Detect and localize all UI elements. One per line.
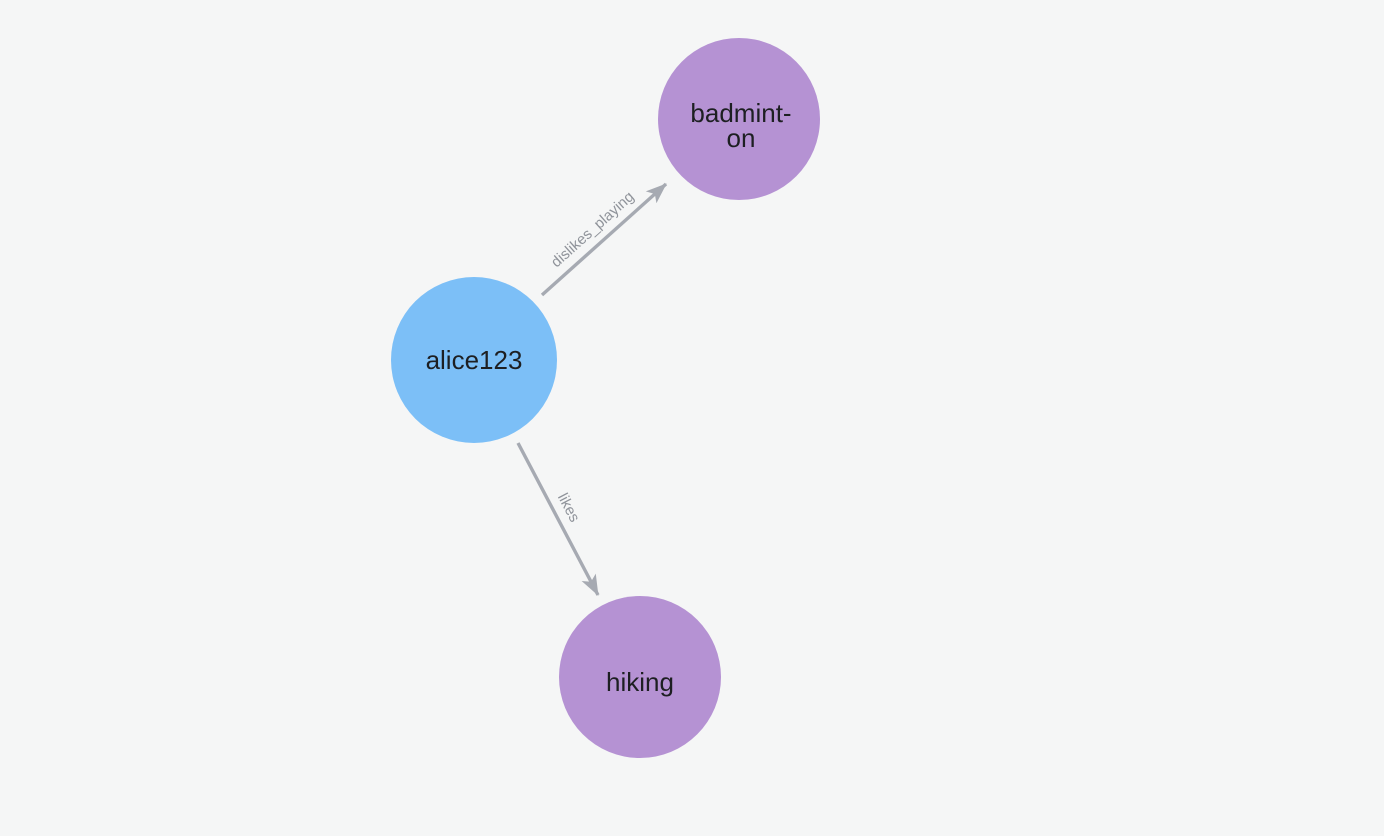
edge-likes-line[interactable] — [516, 442, 600, 596]
edge-likes: likes — [516, 442, 600, 596]
node-alice123-circle[interactable] — [391, 277, 557, 443]
node-badminton-circle[interactable] — [658, 38, 820, 200]
node-badminton[interactable]: badmint- on — [658, 38, 820, 200]
node-hiking-circle[interactable] — [559, 596, 721, 758]
node-hiking[interactable]: hiking — [559, 596, 721, 758]
edge-dislikes-playing-line[interactable] — [540, 182, 668, 297]
edge-dislikes-playing: dislikes_playing — [540, 182, 668, 297]
node-alice123[interactable]: alice123 — [391, 277, 557, 443]
edge-dislikes-playing-label: dislikes_playing — [548, 188, 638, 271]
